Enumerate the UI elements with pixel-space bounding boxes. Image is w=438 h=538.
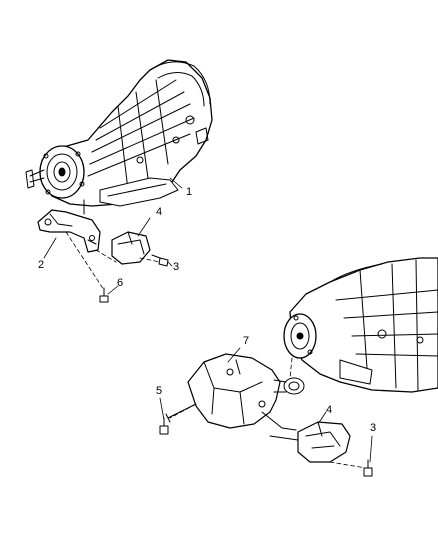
callout-3-upper: 3: [173, 261, 179, 273]
bolt-lower-3: [363, 459, 373, 477]
callout-1: 1: [186, 186, 192, 198]
guide-lines-lower: [169, 357, 367, 469]
transmission-assembly-lower: [283, 257, 438, 393]
crossmember-7: [165, 353, 305, 431]
bolt-upper-3: [151, 254, 169, 267]
callout-4-lower: 4: [326, 404, 332, 416]
leader-lines-upper: [43, 177, 183, 295]
insulator-upper: [111, 231, 151, 265]
insulator-lower: [269, 421, 351, 463]
bolt-6: [99, 287, 109, 303]
transmission-assembly-upper: [25, 59, 213, 207]
callout-4-upper: 4: [156, 206, 162, 218]
guide-lines-upper: [65, 199, 161, 291]
callout-3-lower: 3: [370, 422, 376, 434]
transmission-mount-bracket-upper: [37, 199, 101, 253]
leader-lines-lower: [159, 347, 373, 463]
callout-5: 5: [156, 385, 162, 397]
callout-2: 2: [38, 259, 44, 271]
callout-labels: 1 2 3 4 6 7 5 4 3: [38, 186, 376, 434]
bolt-5: [159, 417, 169, 435]
callout-7: 7: [243, 335, 249, 347]
callout-6: 6: [117, 277, 123, 289]
